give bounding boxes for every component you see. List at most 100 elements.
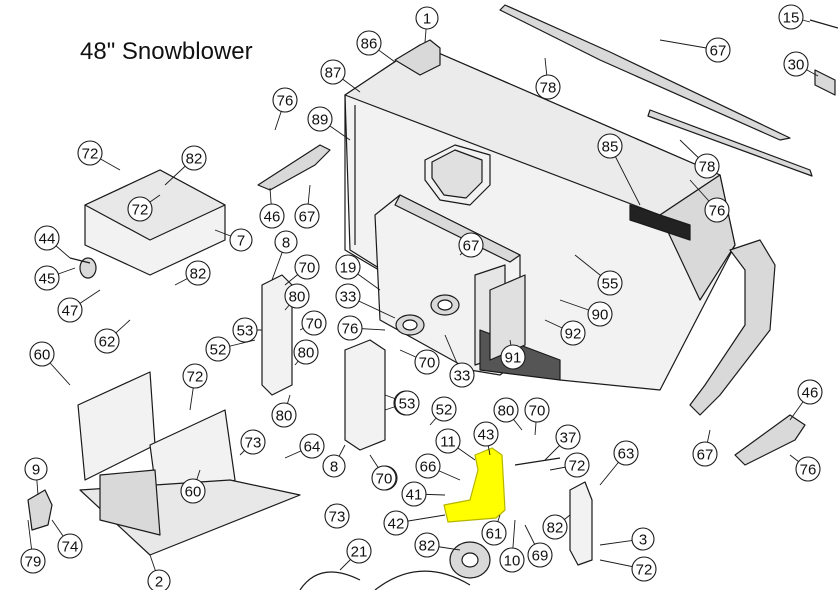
callout-bubble-64 — [299, 433, 325, 459]
callout-label-73: 73 — [245, 435, 262, 452]
shave-strip-mid — [647, 109, 813, 177]
callout-label-42: 42 — [388, 516, 405, 533]
callout-label-73: 73 — [329, 509, 346, 526]
callout-label-87: 87 — [325, 65, 342, 82]
highlighted-bracket — [443, 447, 506, 523]
callout-bubble-69 — [527, 542, 553, 568]
callout-bubble-37 — [555, 424, 581, 450]
drive-belt-2 — [374, 570, 471, 591]
callout-label-78: 78 — [540, 80, 557, 97]
callout-label-70: 70 — [529, 403, 546, 420]
skid-shoe-left — [257, 144, 331, 191]
callout-label-55: 55 — [602, 276, 619, 293]
callout-bubble-11 — [435, 428, 461, 454]
callout-bubble-72 — [182, 363, 208, 389]
callout-label-47: 47 — [62, 303, 79, 320]
callout-label-69: 69 — [532, 548, 549, 565]
right-side-plate — [689, 239, 776, 416]
callout-label-86: 86 — [361, 36, 378, 53]
callout-label-10: 10 — [504, 553, 521, 570]
callout-bubble-1 — [415, 6, 439, 30]
callout-bubble-44 — [34, 225, 60, 251]
callout-bubble-78 — [694, 153, 720, 179]
callout-bubble-45 — [34, 265, 60, 291]
callout-label-2: 2 — [155, 574, 163, 591]
callout-bubble-72 — [631, 556, 657, 582]
chute-door — [489, 274, 526, 361]
callout-bubble-86 — [356, 30, 382, 56]
callout-label-67: 67 — [710, 43, 727, 60]
callout-label-15: 15 — [783, 10, 800, 27]
callout-label-91: 91 — [505, 350, 522, 367]
diagram-title: 48" Snowblower — [80, 38, 253, 65]
callout-bubble-52 — [431, 396, 457, 422]
chute-mount-top — [394, 194, 521, 263]
callout-label-76: 76 — [800, 462, 817, 479]
callout-label-74: 74 — [62, 539, 79, 556]
callout-bubble-70 — [301, 310, 327, 336]
callout-label-80: 80 — [498, 403, 515, 420]
frame-left-plate — [77, 371, 156, 481]
knob-30 — [814, 69, 836, 96]
callout-bubble-42 — [383, 510, 409, 536]
callout-bubble-46 — [797, 379, 823, 405]
callout-bubble-61 — [481, 520, 507, 546]
callout-bubble-80 — [271, 402, 297, 428]
callout-bubble-53 — [232, 317, 258, 343]
drive-belt — [299, 571, 361, 591]
callout-bubble-21 — [346, 538, 372, 564]
callout-label-44: 44 — [39, 231, 56, 248]
callout-bubble-89 — [307, 106, 333, 132]
callout-label-63: 63 — [618, 446, 635, 463]
callout-bubble-82 — [414, 532, 440, 558]
callout-bubble-19 — [335, 254, 361, 280]
callout-label-30: 30 — [788, 57, 805, 74]
callout-label-90: 90 — [592, 307, 609, 324]
callout-label-60: 60 — [34, 347, 51, 364]
callout-label-82: 82 — [547, 520, 564, 537]
callout-bubble-74 — [57, 533, 83, 559]
callout-bubble-72 — [127, 196, 153, 222]
callout-bubble-60 — [29, 341, 55, 367]
callout-label-72: 72 — [636, 562, 653, 579]
callout-bubble-47 — [57, 297, 83, 323]
callout-label-53: 53 — [237, 323, 254, 340]
callout-label-52: 52 — [210, 342, 227, 359]
callout-bubble-76 — [337, 315, 363, 341]
callout-label-60: 60 — [185, 484, 202, 501]
callout-label-64: 64 — [304, 439, 321, 456]
callout-bubble-46 — [259, 203, 285, 229]
callout-bubble-8 — [274, 230, 298, 254]
callout-label-70: 70 — [299, 260, 316, 277]
callout-label-61: 61 — [486, 526, 503, 543]
callout-label-33: 33 — [454, 368, 471, 385]
callout-bubble-76 — [795, 456, 821, 482]
callout-label-82: 82 — [186, 151, 203, 168]
callout-label-72: 72 — [187, 369, 204, 386]
callout-label-8: 8 — [282, 235, 290, 252]
callout-bubble-8 — [322, 454, 346, 478]
callout-label-85: 85 — [602, 139, 619, 156]
callout-bubble-82 — [542, 514, 568, 540]
callout-bubble-10 — [499, 547, 525, 573]
callout-bubble-80 — [493, 397, 519, 423]
callout-bubble-92 — [560, 320, 586, 346]
callout-label-46: 46 — [802, 385, 819, 402]
housing-top-bracket — [394, 39, 441, 76]
bearing-left-hole — [402, 319, 418, 331]
callout-bubble-70 — [371, 465, 397, 491]
callout-label-8: 8 — [330, 459, 338, 476]
callout-label-76: 76 — [709, 203, 726, 220]
callout-bubble-55 — [597, 270, 623, 296]
callout-bubble-60 — [180, 478, 206, 504]
callout-bubble-82 — [181, 145, 207, 171]
callout-bubble-70 — [294, 254, 320, 280]
callout-bubble-52 — [205, 336, 231, 362]
callout-bubble-9 — [24, 457, 48, 481]
callout-bubble-90 — [587, 301, 613, 327]
callout-bubble-70 — [524, 397, 550, 423]
callout-label-62: 62 — [99, 334, 116, 351]
